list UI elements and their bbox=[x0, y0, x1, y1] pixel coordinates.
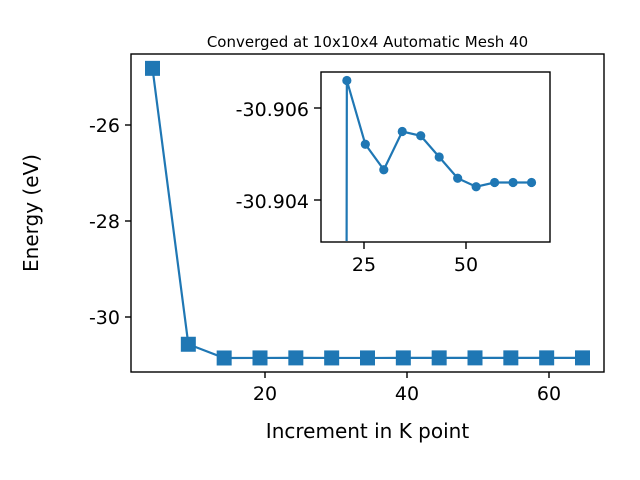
y-tick-label: -28 bbox=[89, 211, 120, 233]
inset-y-tick-label: -30.906 bbox=[236, 99, 309, 121]
inset-series-marker bbox=[397, 126, 407, 137]
inset-series-marker bbox=[342, 75, 352, 86]
main-series-marker bbox=[180, 336, 196, 352]
main-series-marker bbox=[360, 350, 375, 366]
inset-series-marker bbox=[434, 152, 444, 162]
inset-series-marker bbox=[416, 131, 426, 141]
x-tick-label: 20 bbox=[253, 383, 277, 405]
main-series-marker bbox=[395, 350, 411, 366]
main-series-marker bbox=[467, 350, 483, 366]
inset-series-marker bbox=[526, 177, 537, 188]
main-series-marker bbox=[539, 350, 555, 366]
main-data-series bbox=[145, 60, 590, 366]
main-series-marker bbox=[575, 350, 590, 366]
y-axis-label: Energy (eV) bbox=[19, 154, 43, 272]
inset-series-marker bbox=[360, 139, 370, 149]
x-tick-label: 60 bbox=[537, 383, 561, 405]
main-series-marker bbox=[252, 350, 268, 366]
main-series-marker bbox=[288, 350, 304, 366]
y-tick-label: -26 bbox=[89, 115, 120, 137]
inset-series-marker bbox=[471, 182, 481, 192]
main-series-marker bbox=[216, 350, 232, 366]
inset-series-marker bbox=[508, 177, 518, 188]
main-series-marker bbox=[431, 350, 447, 366]
main-series-marker bbox=[145, 60, 160, 76]
inset-x-tick-label: 50 bbox=[454, 254, 478, 276]
main-series-marker bbox=[324, 350, 340, 366]
inset-x-tick-label: 25 bbox=[352, 254, 376, 276]
inset-y-tick-label: -30.904 bbox=[236, 191, 309, 213]
inset-axes: -30.906 -30.904 25 50 bbox=[236, 71, 551, 276]
x-tick-label: 40 bbox=[395, 383, 419, 405]
inset-series-marker bbox=[453, 173, 463, 183]
inset-x-ticks: 25 50 bbox=[352, 242, 478, 276]
main-axes: Converged at 10x10x4 Automatic Mesh 40 -… bbox=[19, 33, 605, 443]
main-x-ticks: 20 40 60 bbox=[253, 372, 561, 405]
inset-clipped-series bbox=[342, 75, 537, 241]
inset-y-ticks: -30.906 -30.904 bbox=[236, 99, 321, 213]
inset-data-series bbox=[342, 75, 537, 241]
y-tick-label: -30 bbox=[89, 307, 120, 329]
x-axis-label: Increment in K point bbox=[266, 419, 470, 443]
main-series-marker bbox=[503, 350, 519, 366]
inset-series-marker bbox=[490, 177, 500, 188]
plot-title: Converged at 10x10x4 Automatic Mesh 40 bbox=[207, 33, 528, 51]
main-y-ticks: -26 -28 -30 bbox=[89, 115, 131, 329]
inset-series-marker bbox=[379, 165, 389, 175]
main-axes-frame bbox=[130, 53, 605, 373]
